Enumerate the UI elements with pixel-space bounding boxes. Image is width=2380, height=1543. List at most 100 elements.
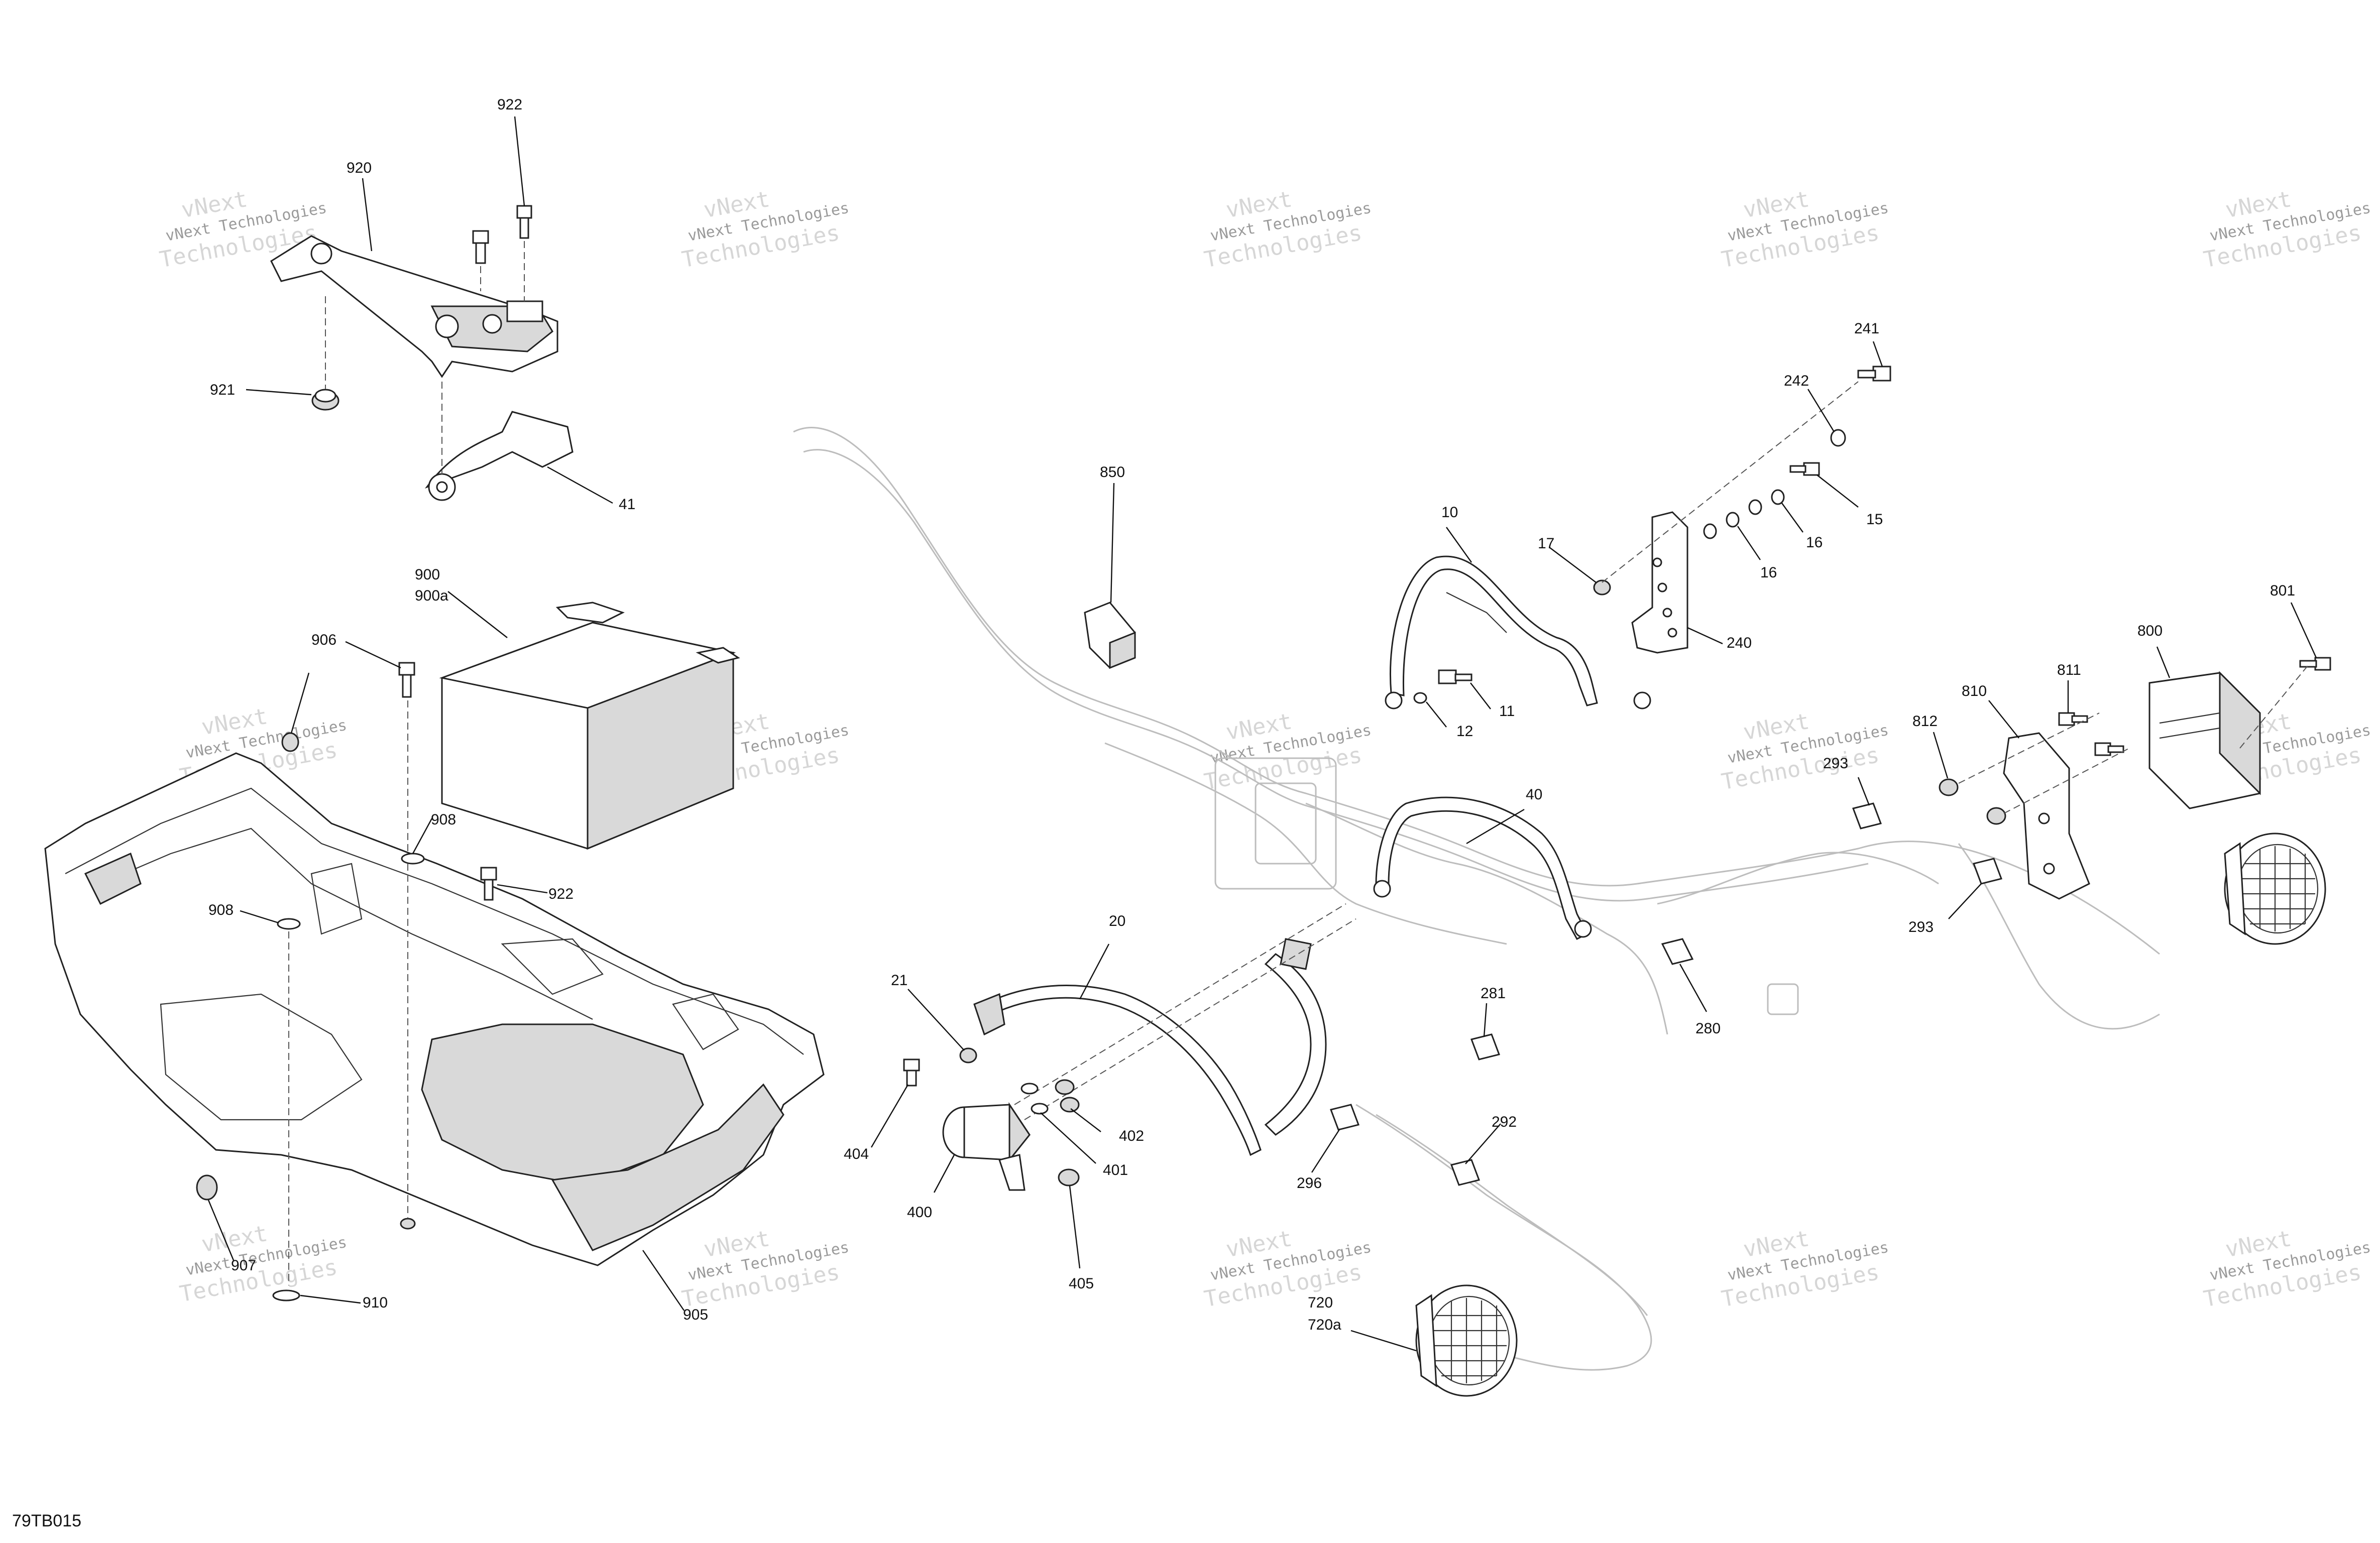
cable-10 bbox=[1385, 555, 1651, 709]
label-15: 15 bbox=[1866, 511, 1883, 528]
label-900a: 900a bbox=[415, 587, 448, 604]
watermark: vNext vNext Technologies Technologies bbox=[680, 186, 851, 273]
washer-401 bbox=[1021, 1083, 1049, 1115]
part-labels: 922 920 921 41 900 900a 906 908 922 908 … bbox=[208, 96, 2295, 1333]
label-242: 242 bbox=[1784, 373, 1809, 389]
label-812: 812 bbox=[1912, 713, 1938, 730]
battery-tray-905 bbox=[44, 752, 825, 1266]
fastener-922-lower bbox=[480, 867, 497, 901]
label-810: 810 bbox=[1962, 683, 1987, 699]
watermark: vNext vNext Technologies Technologies bbox=[1720, 1226, 1890, 1312]
nut-17 bbox=[1593, 579, 1611, 596]
bolt-920-screw bbox=[472, 230, 489, 264]
label-720a: 720a bbox=[1308, 1317, 1341, 1333]
label-801: 801 bbox=[2270, 582, 2295, 599]
label-922-lower: 922 bbox=[548, 886, 574, 902]
dash-line bbox=[1024, 918, 1356, 1120]
dash-line bbox=[2003, 748, 2130, 814]
bracket-240 bbox=[1631, 511, 1688, 654]
nut-tray bbox=[400, 1218, 416, 1230]
connector-850 bbox=[1084, 602, 1136, 669]
watermark: vNext vNext Technologies Technologies bbox=[1202, 708, 1373, 795]
label-850: 850 bbox=[1100, 464, 1125, 481]
dash-line bbox=[2239, 662, 2311, 749]
label-281: 281 bbox=[1481, 985, 1506, 1002]
label-922-top: 922 bbox=[497, 96, 522, 113]
label-11: 11 bbox=[1499, 703, 1515, 720]
nut-21 bbox=[959, 1047, 977, 1063]
label-905: 905 bbox=[683, 1307, 708, 1323]
watermark: vNext vNext Technologies Technologies bbox=[178, 1221, 349, 1307]
bolt-15 bbox=[1789, 462, 1820, 476]
bolt-810-lower bbox=[2094, 742, 2124, 756]
watermark: vNext vNext Technologies Technologies bbox=[2202, 1226, 2372, 1312]
clip-906-left bbox=[281, 732, 299, 752]
label-280: 280 bbox=[1695, 1020, 1721, 1037]
label-293-upper: 293 bbox=[1823, 755, 1848, 772]
fastener-906 bbox=[398, 662, 415, 698]
label-402: 402 bbox=[1119, 1128, 1144, 1144]
label-906: 906 bbox=[311, 632, 336, 648]
nut-402 bbox=[1055, 1079, 1080, 1113]
label-401: 401 bbox=[1103, 1162, 1128, 1178]
label-21: 21 bbox=[891, 972, 908, 989]
bracket-920 bbox=[270, 235, 558, 378]
grommet-907 bbox=[196, 1174, 218, 1201]
bolt-922-top bbox=[516, 205, 532, 239]
bolt-801 bbox=[2299, 657, 2331, 671]
bolt-811 bbox=[2058, 712, 2088, 726]
label-20: 20 bbox=[1109, 913, 1125, 929]
clip-293-b bbox=[1973, 858, 2002, 885]
label-720: 720 bbox=[1308, 1294, 1333, 1311]
label-910: 910 bbox=[363, 1294, 388, 1311]
clip-280 bbox=[1661, 938, 1694, 965]
washer-908-a bbox=[401, 853, 425, 865]
label-41: 41 bbox=[619, 496, 635, 513]
cable-20 bbox=[973, 938, 1327, 1156]
washer-910 bbox=[272, 1289, 300, 1301]
wiring-harness bbox=[793, 427, 2160, 1371]
label-404: 404 bbox=[844, 1146, 869, 1162]
label-921: 921 bbox=[210, 382, 235, 398]
watermark: vNext vNext Technologies Technologies bbox=[2202, 186, 2372, 273]
washer-908-b bbox=[277, 918, 301, 930]
cable-41 bbox=[424, 411, 574, 501]
label-907: 907 bbox=[231, 1257, 256, 1274]
watermark: vNext vNext Technologies Technologies bbox=[1720, 708, 1890, 795]
label-811: 811 bbox=[2057, 662, 2081, 678]
washer-12 bbox=[1413, 692, 1427, 704]
dash-line bbox=[1602, 381, 1859, 583]
bolt-404 bbox=[903, 1058, 920, 1087]
clip-281 bbox=[1470, 1033, 1500, 1060]
battery-900 bbox=[439, 602, 740, 850]
leader-lines bbox=[207, 116, 2317, 1352]
label-400: 400 bbox=[907, 1204, 932, 1221]
clip-296 bbox=[1330, 1104, 1359, 1131]
label-10: 10 bbox=[1441, 504, 1458, 521]
label-800: 800 bbox=[2137, 623, 2163, 639]
bolt-241 bbox=[1857, 366, 1891, 382]
label-293-lower: 293 bbox=[1908, 919, 1934, 935]
label-292: 292 bbox=[1492, 1114, 1517, 1130]
light-720 bbox=[1415, 1284, 1518, 1397]
label-920: 920 bbox=[347, 160, 372, 176]
label-908-upper: 908 bbox=[431, 811, 456, 828]
nut-405 bbox=[1058, 1168, 1080, 1186]
label-241: 241 bbox=[1854, 320, 1879, 337]
light-right bbox=[2224, 833, 2326, 945]
label-405: 405 bbox=[1069, 1275, 1094, 1292]
label-16-b: 16 bbox=[1760, 564, 1777, 581]
module-800 bbox=[2148, 671, 2261, 809]
diagram-code: 79TB015 bbox=[12, 1511, 81, 1530]
label-16-a: 16 bbox=[1806, 534, 1823, 551]
label-296: 296 bbox=[1297, 1175, 1322, 1192]
cable-40 bbox=[1373, 796, 1592, 940]
dash-line bbox=[1958, 713, 2100, 784]
label-12: 12 bbox=[1456, 723, 1473, 740]
dash-line bbox=[1014, 903, 1346, 1105]
label-900: 900 bbox=[415, 566, 440, 583]
nut-812 bbox=[1939, 778, 2006, 825]
bolt-11 bbox=[1438, 669, 1472, 684]
watermark: vNext vNext Technologies Technologies bbox=[1202, 186, 1373, 273]
